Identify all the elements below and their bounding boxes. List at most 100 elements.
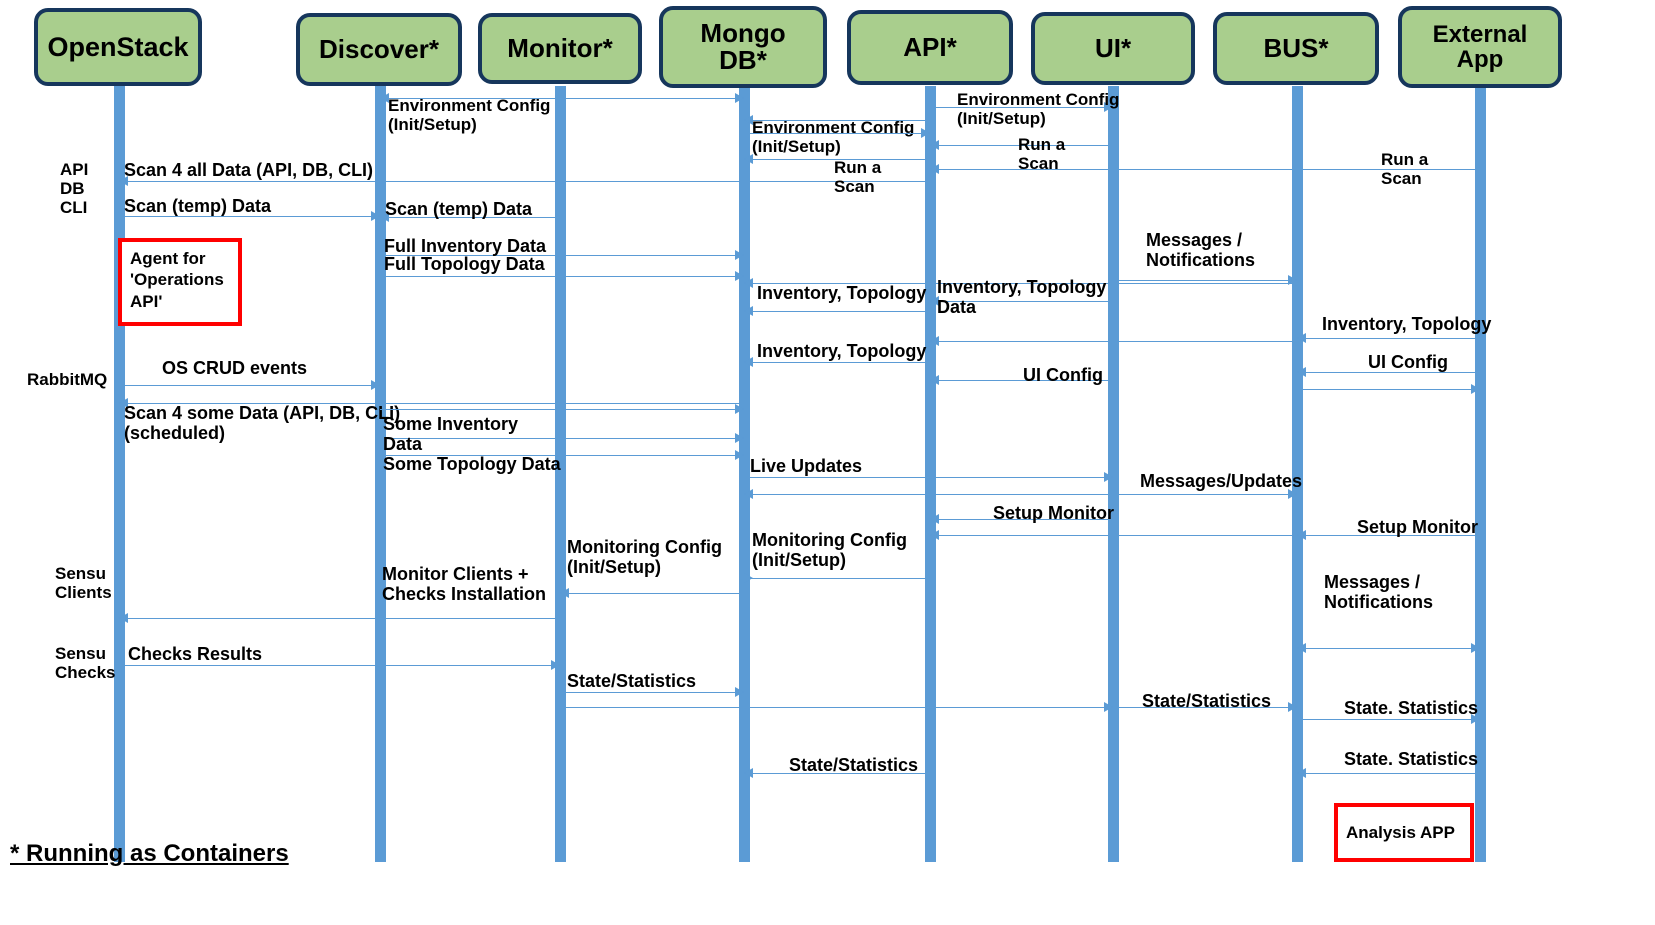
actor-label: Monitor* (507, 32, 613, 63)
arrow-head-m04 (744, 114, 753, 125)
message-label-m39: Checks Results (128, 644, 263, 664)
side-label-sensu-checks: Sensu Checks (55, 644, 116, 683)
message-label-m11: Scan (temp) Data (385, 199, 533, 219)
lifeline-openstack (113, 86, 125, 862)
message-label-m14: Messages / Notifications (1146, 230, 1256, 271)
message-line-m45 (1297, 773, 1480, 774)
arrow-head-m08 (930, 163, 939, 174)
actor-box-ui[interactable]: UI* (1031, 12, 1195, 85)
message-line-m09 (744, 159, 930, 160)
arrow-head-m37 (119, 612, 128, 623)
actor-box-externalapp[interactable]: External App (1398, 6, 1562, 88)
arrow-head-m45 (1297, 767, 1306, 778)
arrow-head-m14 (1288, 274, 1297, 285)
message-label-m28: Some Topology Data (383, 454, 561, 474)
actor-box-discover[interactable]: Discover* (296, 13, 462, 86)
arrow-head-m19 (930, 335, 939, 346)
message-line-m27 (380, 438, 744, 439)
message-line-m05 (930, 145, 1113, 146)
message-line-m39 (119, 665, 560, 666)
arrow-head-m30 (1288, 488, 1297, 499)
arrow-head-m40 (735, 686, 744, 697)
lifeline-discover (374, 86, 386, 862)
message-line-m12 (380, 255, 744, 256)
arrow-head-m31 (744, 488, 753, 499)
actor-label: Mongo DB* (700, 17, 786, 75)
message-label-m20: Inventory, Topology (757, 341, 927, 361)
message-line-m11 (380, 217, 560, 218)
arrow-head-m39 (551, 659, 560, 670)
message-label-m40: State/Statistics (567, 671, 697, 691)
arrow-head-m38 (1471, 642, 1480, 653)
message-line-m25 (119, 403, 744, 404)
arrow-head-m16 (930, 295, 939, 306)
message-line-m18 (1297, 338, 1480, 339)
message-line-m30 (1113, 494, 1297, 495)
message-line-m36 (560, 593, 744, 594)
message-line-m17 (744, 311, 930, 312)
arrow-head-m27 (735, 432, 744, 443)
actor-box-monitor[interactable]: Monitor* (478, 13, 642, 84)
message-line-m28 (380, 455, 744, 456)
arrow-head-m24 (1471, 383, 1480, 394)
note-agent-note: Agent for 'Operations API' (118, 238, 242, 326)
message-line-m16 (930, 301, 1113, 302)
arrow-head-m32 (930, 513, 939, 524)
message-line-m35 (744, 578, 930, 579)
actor-label: BUS* (1263, 32, 1329, 63)
arrow-head-m03 (735, 92, 744, 103)
message-line-m15 (744, 283, 1297, 284)
lifeline-externalapp (1474, 86, 1486, 862)
message-line-m37 (119, 618, 560, 619)
message-label-m02: Environment Config (Init/Setup) (957, 90, 1120, 129)
message-label-m30: Messages/Updates (1140, 471, 1303, 491)
message-label-m27: Some Inventory Data (383, 414, 519, 455)
arrow-head-m35 (744, 572, 753, 583)
note-analysis-note: Analysis APP (1334, 803, 1474, 862)
message-label-m04: Environment Config (Init/Setup) (752, 118, 915, 157)
message-line-m08 (930, 169, 1480, 170)
arrow-head-m07 (119, 175, 128, 186)
actor-label: Discover* (319, 33, 439, 64)
lifeline-api (924, 86, 936, 862)
message-label-m05: Run a Scan (1018, 135, 1066, 174)
message-line-m29 (744, 477, 1113, 478)
arrow-head-m23 (371, 379, 380, 390)
message-line-m14 (1113, 280, 1297, 281)
lifeline-mongodb (738, 86, 750, 862)
actor-box-api[interactable]: API* (847, 10, 1013, 85)
message-label-m21: UI Config (1368, 352, 1448, 372)
message-line-m19 (930, 341, 1297, 342)
arrow-head-m11 (380, 211, 389, 222)
arrow-head-m28 (735, 449, 744, 460)
message-line-m41 (1113, 707, 1297, 708)
message-line-m38 (1297, 648, 1480, 649)
message-label-m23: OS CRUD events (162, 358, 308, 378)
message-label-m35: Monitoring Config (Init/Setup) (752, 530, 907, 571)
note-text: Analysis APP (1346, 822, 1455, 842)
actor-box-mongodb[interactable]: Mongo DB* (659, 6, 827, 88)
message-label-m07: Scan 4 all Data (API, DB, CLI) (124, 160, 374, 180)
message-line-m13 (380, 276, 744, 277)
message-line-m06 (744, 133, 930, 134)
actor-box-bus[interactable]: BUS* (1213, 12, 1379, 85)
message-line-m20 (744, 362, 930, 363)
message-line-m40 (560, 692, 744, 693)
arrow-head-m01 (380, 92, 389, 103)
arrow-head-m06 (921, 127, 930, 138)
message-label-m36: Monitoring Config (Init/Setup) (567, 537, 722, 578)
message-line-m44 (744, 773, 930, 774)
actor-box-openstack[interactable]: OpenStack (34, 8, 202, 86)
actor-label: UI* (1094, 32, 1132, 63)
message-label-m12: Full Inventory Data (384, 236, 547, 256)
message-line-m10 (119, 216, 380, 217)
message-label-m10: Scan (temp) Data (124, 196, 272, 216)
note-text: Agent for 'Operations API' (130, 249, 224, 311)
actor-label: OpenStack (47, 31, 189, 62)
lifeline-monitor (554, 86, 566, 862)
arrow-head-m15 (744, 277, 753, 288)
message-line-m32 (930, 519, 1113, 520)
arrow-head-m42 (1104, 701, 1113, 712)
message-label-m01: Environment Config (Init/Setup) (388, 96, 551, 135)
